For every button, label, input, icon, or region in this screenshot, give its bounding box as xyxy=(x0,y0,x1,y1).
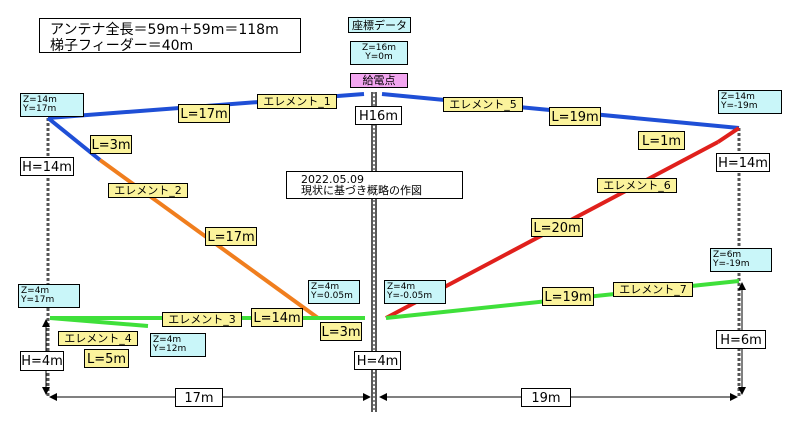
element-4-wire xyxy=(49,316,149,328)
feed-coord: Z=16m Y=0m xyxy=(350,41,408,65)
center-left-coord-y: Y=0.05m xyxy=(311,291,353,301)
length-label-l6a: L=1m xyxy=(638,131,685,150)
left-low-coord-z: Z=4m xyxy=(21,286,50,296)
length-label-l3: L=14m xyxy=(251,308,303,327)
e4-end-coord-y: Y=12m xyxy=(153,344,187,354)
center-right-coord: Z=4m Y=-0.05m xyxy=(384,280,446,304)
feed-coord-y: Y=0m xyxy=(365,52,393,62)
right-top-coord: Z=14m Y=-19m xyxy=(718,90,782,114)
left-low-coord-y: Y=17m xyxy=(21,295,55,305)
left-top-coord-z: Z=14m xyxy=(23,95,57,105)
left-height-label: H=14m xyxy=(20,157,74,176)
center-left-coord-z: Z=4m xyxy=(311,282,340,292)
element-6a-wire xyxy=(716,126,741,144)
length-label-l6b: L=20m xyxy=(531,218,583,237)
length-label-l2a: L=3m xyxy=(90,135,132,154)
center-right-coord-z: Z=4m xyxy=(387,282,416,292)
e4-end-coord-z: Z=4m xyxy=(153,335,182,345)
right-low-coord-y: Y=-19m xyxy=(713,259,750,269)
e4-end-coord: Z=4m Y=12m xyxy=(150,333,206,357)
element-4-label: エレメント_4 xyxy=(58,331,138,346)
element-6-label: エレメント_6 xyxy=(597,178,677,193)
feed-point-label: 給電点 xyxy=(350,73,408,88)
title-line-2: 梯子フィーダー＝40m xyxy=(50,38,194,55)
note-box: 2022.05.09 現状に基づき概略の作図 xyxy=(286,171,463,199)
element-3-label: エレメント_3 xyxy=(162,312,242,327)
length-label-l4: L=5m xyxy=(84,349,129,368)
left-top-coord: Z=14m Y=17m xyxy=(20,93,84,117)
center-left-coord: Z=4m Y=0.05m xyxy=(308,280,360,304)
center-right-coord-y: Y=-0.05m xyxy=(387,291,433,301)
span-left-label: 17m xyxy=(175,388,223,407)
mast-height-label: H16m xyxy=(355,106,402,125)
length-label-l2b: L=17m xyxy=(205,227,257,246)
element-2-label: エレメント_2 xyxy=(108,183,188,198)
element-7-label: エレメント_7 xyxy=(613,282,693,297)
right-low-coord-z: Z=6m xyxy=(713,250,742,260)
element-1-label: エレメント_1 xyxy=(257,94,337,109)
length-label-l5: L=19m xyxy=(549,107,601,126)
right-height-label: H=14m xyxy=(716,153,770,172)
length-label-l1: L=17m xyxy=(178,104,230,123)
left-top-coord-y: Y=17m xyxy=(23,104,57,114)
right-low-coord: Z=6m Y=-19m xyxy=(710,248,772,272)
span-right-label: 19m xyxy=(521,388,571,407)
coord-header: 座標データ xyxy=(348,17,411,33)
length-label-l7: L=19m xyxy=(542,287,594,306)
title-line-1: アンテナ全長＝59m＋59m＝118m xyxy=(50,22,279,38)
right-low-height-label: H=6m xyxy=(716,330,766,349)
center-low-height-label: H=4m xyxy=(354,351,401,370)
title-box: アンテナ全長＝59m＋59m＝118m 梯子フィーダー＝40m xyxy=(39,18,301,55)
note-date: 2022.05.09 xyxy=(301,173,364,186)
left-low-coord: Z=4m Y=17m xyxy=(18,284,80,308)
right-top-coord-z: Z=14m xyxy=(721,92,755,102)
element-5-label: エレメント_5 xyxy=(443,97,523,112)
right-top-coord-y: Y=-19m xyxy=(721,101,758,111)
note-text: 現状に基づき概略の作図 xyxy=(301,184,422,197)
feed-coord-z: Z=16m xyxy=(362,43,396,53)
length-label-l3b: L=3m xyxy=(320,322,362,341)
left-low-height-label: H=4m xyxy=(20,351,64,371)
